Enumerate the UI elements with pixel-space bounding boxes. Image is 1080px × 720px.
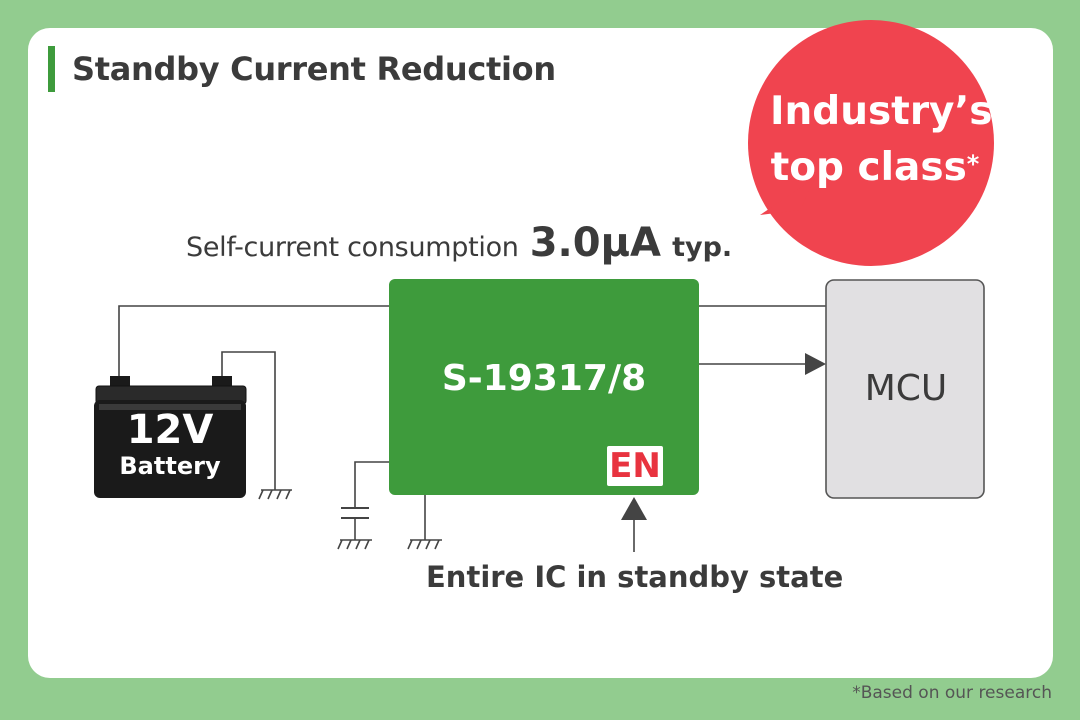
speech-bubble <box>748 20 994 266</box>
battery-icon <box>94 376 247 498</box>
wire-battery-to-ic <box>118 305 390 384</box>
en-pin-label: EN <box>607 446 663 486</box>
ground-symbol-battery <box>258 489 292 500</box>
wire-battery-ground <box>221 351 276 490</box>
footnote: *Based on our research <box>852 683 1052 703</box>
bubble-asterisk: * <box>966 150 980 178</box>
output-arrow-head <box>805 353 826 375</box>
standby-caption: Entire IC in standby state <box>426 560 844 594</box>
speech-bubble-tail <box>760 178 815 215</box>
mcu-block <box>825 279 985 499</box>
bubble-line-1: Industry’s <box>770 89 993 134</box>
self-current-spec: Self-current consumption 3.0μA typ. <box>186 220 732 266</box>
title-accent-bar <box>48 46 55 92</box>
bubble-line-2: top class <box>770 145 967 190</box>
battery-voltage: 12V <box>126 407 214 453</box>
mcu-label: MCU <box>864 368 948 409</box>
wires <box>118 305 826 552</box>
spec-label: Self-current consumption <box>186 232 519 263</box>
ic-label: S-19317/8 <box>441 358 647 399</box>
ground-symbol-ic <box>407 539 442 550</box>
ic-block <box>389 279 699 495</box>
spec-suffix: typ. <box>672 232 733 263</box>
wire-capacitor <box>354 461 390 508</box>
en-arrow-head <box>621 497 647 520</box>
battery-label: Battery <box>119 452 221 480</box>
industry-claim-text: Industry’s top class* <box>770 84 993 196</box>
spec-value: 3.0μA <box>529 220 661 266</box>
ground-symbol-capacitor <box>337 539 372 550</box>
page-title: Standby Current Reduction <box>72 50 556 88</box>
